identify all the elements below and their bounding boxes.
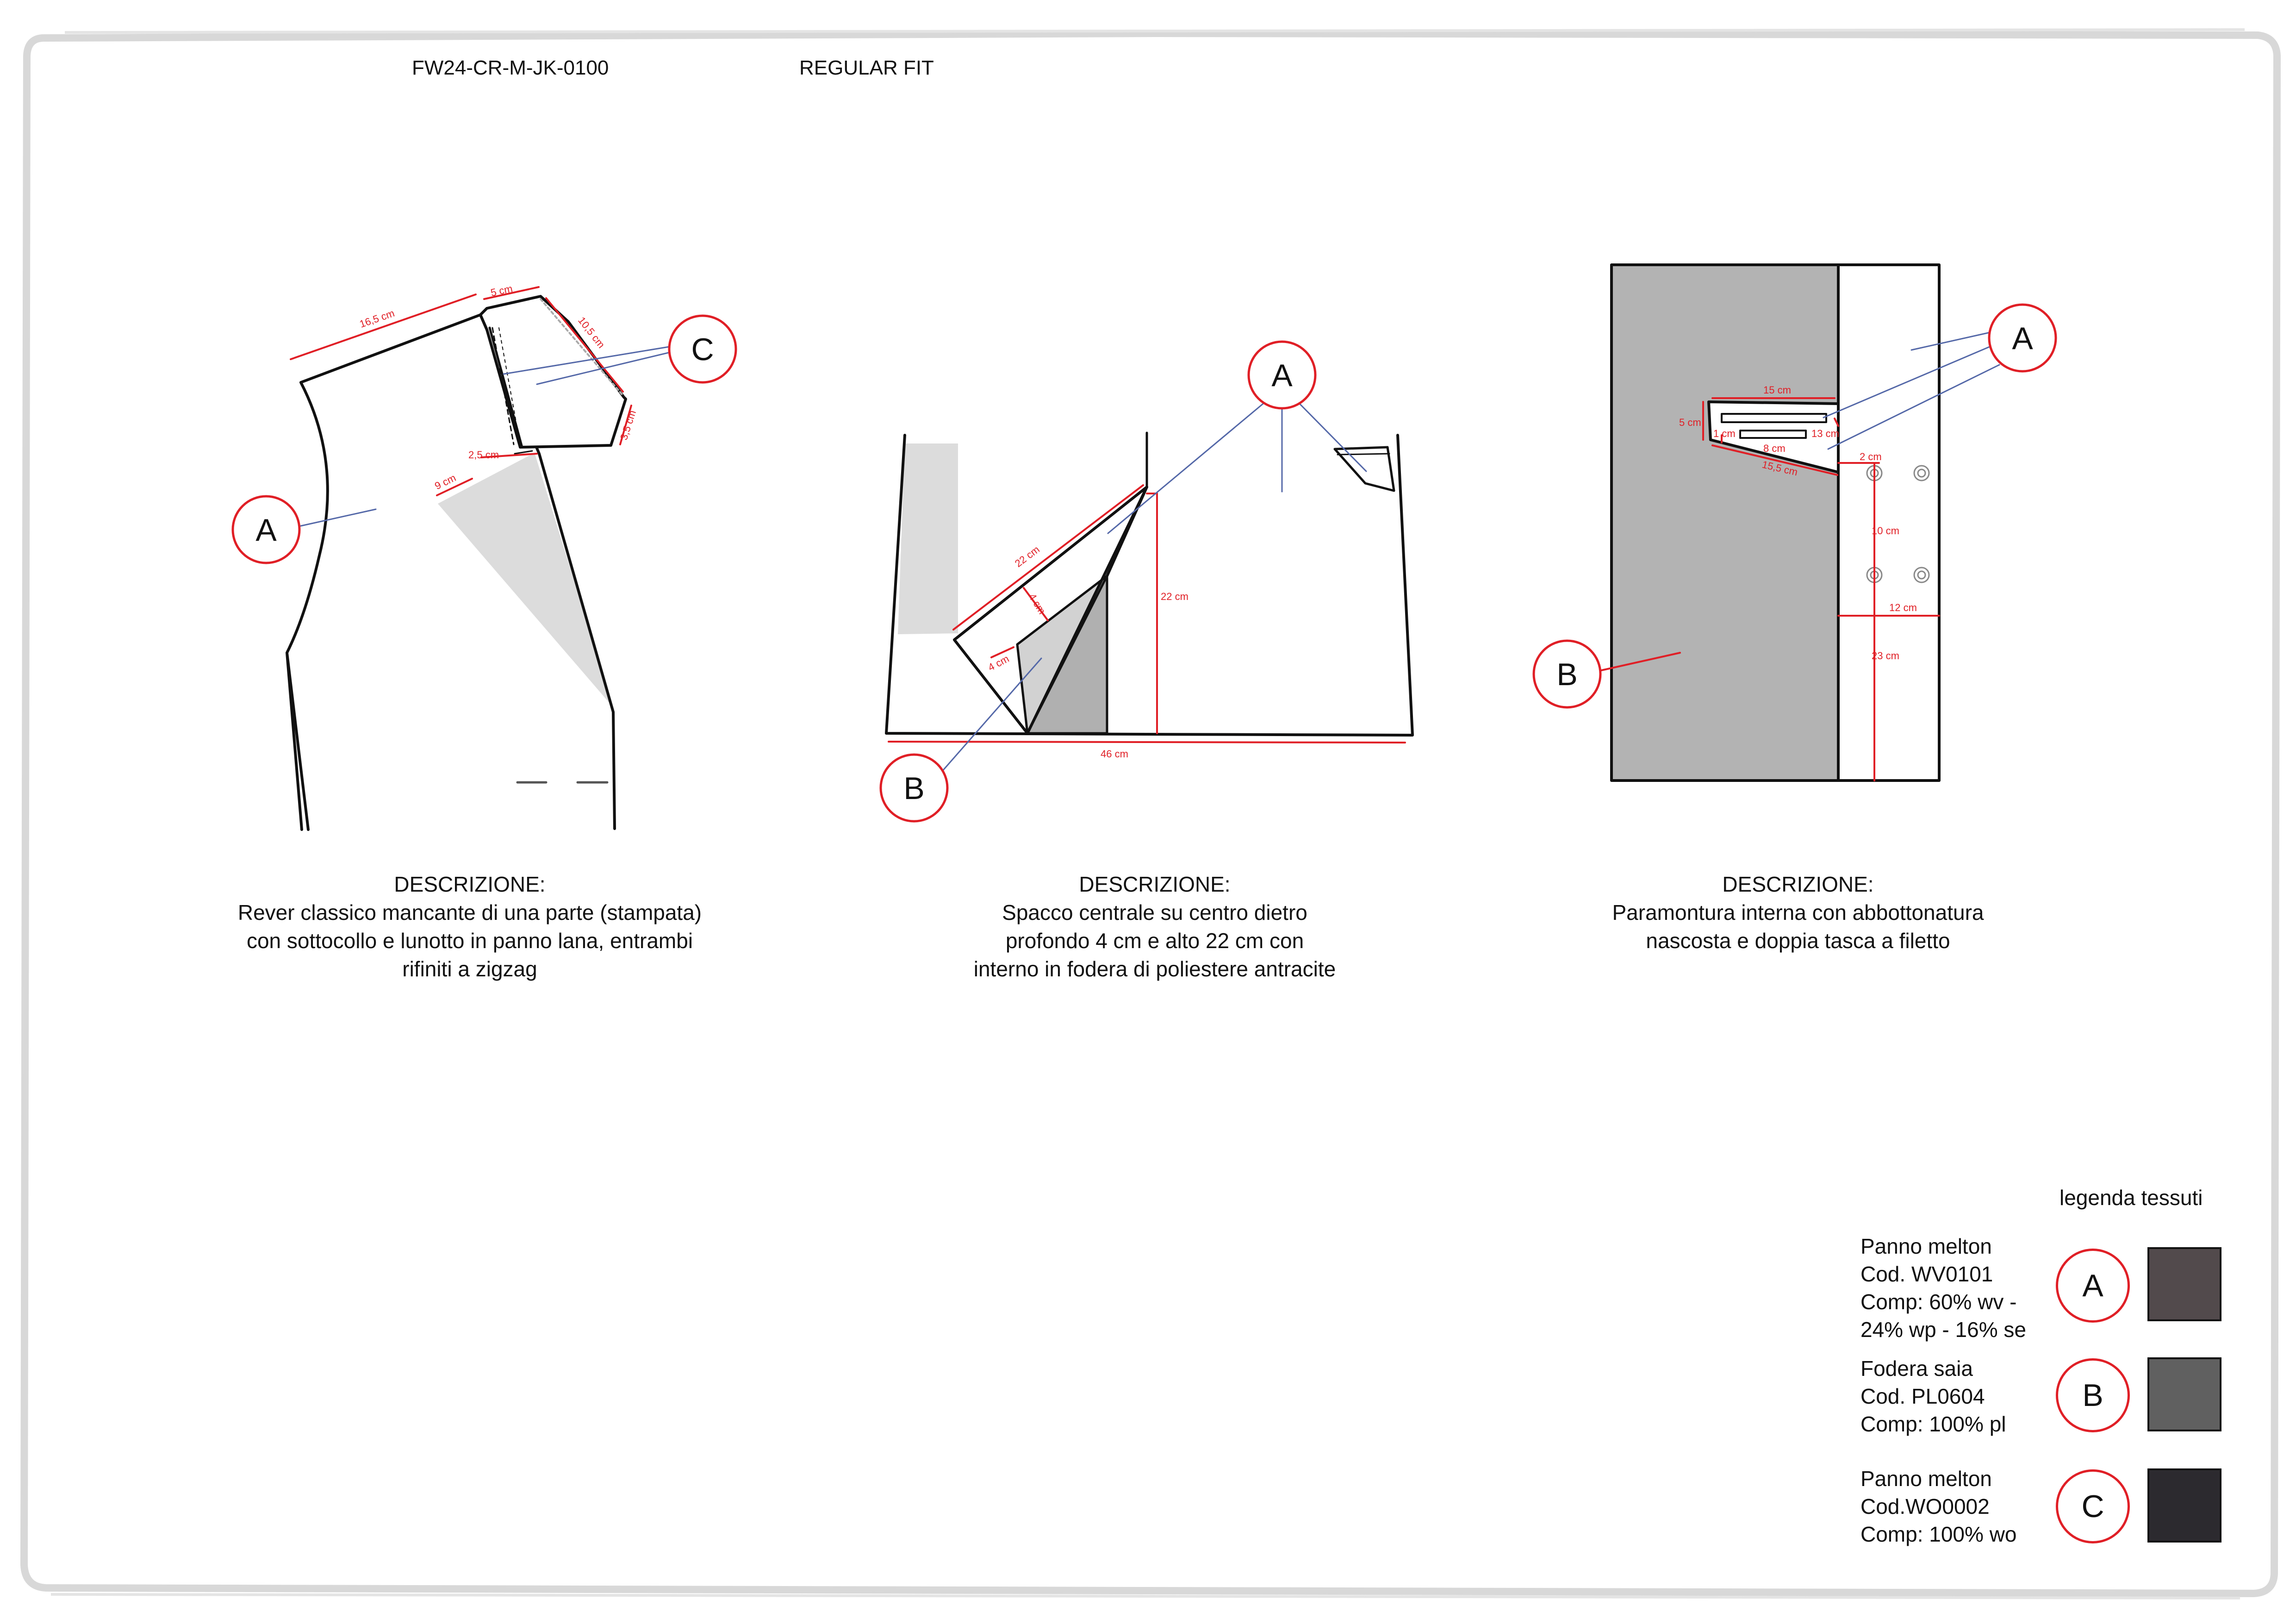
description-line: con sottocollo e lunotto in panno lana, … (246, 929, 693, 953)
lapel-measure-notch: 2,5 cm (468, 449, 499, 461)
callout-vent-a: A (1247, 340, 1317, 410)
facing-measure-facing-length: 23 cm (1872, 650, 1899, 662)
description-line: nascosta e doppia tasca a filetto (1646, 929, 1950, 953)
description-line: interno in fodera di poliestere antracit… (973, 957, 1336, 981)
legend-letter: A (2056, 1249, 2130, 1323)
svg-text:B: B (903, 771, 924, 806)
callout-lapel-c: C (668, 314, 737, 384)
description-title: DESCRIZIONE: (1722, 872, 1874, 896)
facing-measure-facing-width: 12 cm (1889, 602, 1917, 613)
fabric-swatch-a (2147, 1247, 2221, 1321)
back-panel-outline (885, 434, 1414, 737)
callout-vent-b: B (879, 753, 949, 823)
description-vent: DESCRIZIONE: Spacco centrale su centro d… (854, 870, 1456, 983)
description-line: Paramontura interna con abbottonatura (1612, 900, 1984, 924)
fabric-legend-title: legenda tessuti (2060, 1186, 2203, 1210)
legend-text: Panno melton Cod. WV0101 Comp: 60% wv - … (1860, 1234, 2026, 1342)
vent-measure-height: 22 cm (1161, 591, 1188, 602)
vent-drawing: 22 cm 4 cm 4 cm 22 cm 46 cm (885, 401, 1414, 773)
svg-text:A: A (255, 512, 277, 548)
legend-text: Panno melton Cod.WO0002 Comp: 100% wo (1860, 1467, 2017, 1546)
facing-measure-welt-bottom: 8 cm (1763, 443, 1786, 454)
lapel-printed-area (438, 453, 613, 707)
vent-measure-width: 46 cm (1101, 748, 1128, 760)
description-facing: DESCRIZIONE: Paramontura interna con abb… (1497, 870, 2099, 955)
svg-text:A: A (1271, 358, 1293, 393)
facing-measure-welt: 1 cm (1713, 428, 1736, 439)
page-frame (20, 30, 2281, 1597)
svg-text:C: C (691, 332, 714, 367)
legend-item-a: Panno melton Cod. WV0101 Comp: 60% wv - … (1860, 1232, 2277, 1353)
description-lapel: DESCRIZIONE: Rever classico mancante di … (169, 870, 771, 983)
lapel-measure-top: 5 cm (490, 283, 514, 299)
facing-measure-button-gap: 10 cm (1872, 525, 1899, 537)
fit-label: REGULAR FIT (799, 56, 934, 79)
lapel-measure-length: 16,5 cm (358, 307, 396, 330)
description-line: Rever classico mancante di una parte (st… (237, 900, 702, 924)
description-line: profondo 4 cm e alto 22 cm con (1005, 929, 1304, 953)
svg-text:A: A (2012, 321, 2033, 356)
facing-drawing: 15 cm 5 cm 1 cm 13 cm 8 cm 15,5 cm 2 cm … (1600, 263, 2000, 782)
legend-item-c: Panno melton Cod.WO0002 Comp: 100% wo C (1860, 1465, 2277, 1576)
facing-measure-edge: 2 cm (1860, 451, 1882, 462)
legend-item-b: Fodera saia Cod. PL0604 Comp: 100% pl B (1860, 1355, 2277, 1466)
svg-text:B: B (1556, 657, 1577, 692)
description-title: DESCRIZIONE: (394, 872, 546, 896)
fabric-swatch-b (2147, 1357, 2221, 1431)
facing-panel (1837, 263, 1941, 782)
description-line: Spacco centrale su centro dietro (1002, 900, 1307, 924)
callout-lapel-a: A (231, 495, 301, 564)
facing-measure-welt-right: 13 cm (1811, 428, 1839, 439)
vent-lining-strip (898, 443, 958, 634)
description-title: DESCRIZIONE: (1079, 872, 1231, 896)
facing-measure-pocket-height: 5 cm (1679, 417, 1701, 428)
description-line: rifiniti a zigzag (402, 957, 537, 981)
legend-letter: B (2056, 1358, 2130, 1432)
facing-measure-pocket-width: 15 cm (1763, 384, 1791, 396)
facing-lining-area (1610, 263, 1840, 782)
style-code: FW24-CR-M-JK-0100 (412, 56, 609, 79)
callout-facing-b: B (1532, 639, 1602, 709)
legend-letter: C (2056, 1469, 2130, 1543)
legend-text: Fodera saia Cod. PL0604 Comp: 100% pl (1860, 1356, 2006, 1436)
lapel-drawing: 16,5 cm 5 cm 10,5 cm 3,5 cm 2,5 cm 9 cm (286, 283, 673, 831)
callout-facing-a: A (1988, 303, 2057, 373)
lapel-measure-gorge: 9 cm (433, 472, 458, 492)
fabric-swatch-c (2147, 1468, 2221, 1543)
